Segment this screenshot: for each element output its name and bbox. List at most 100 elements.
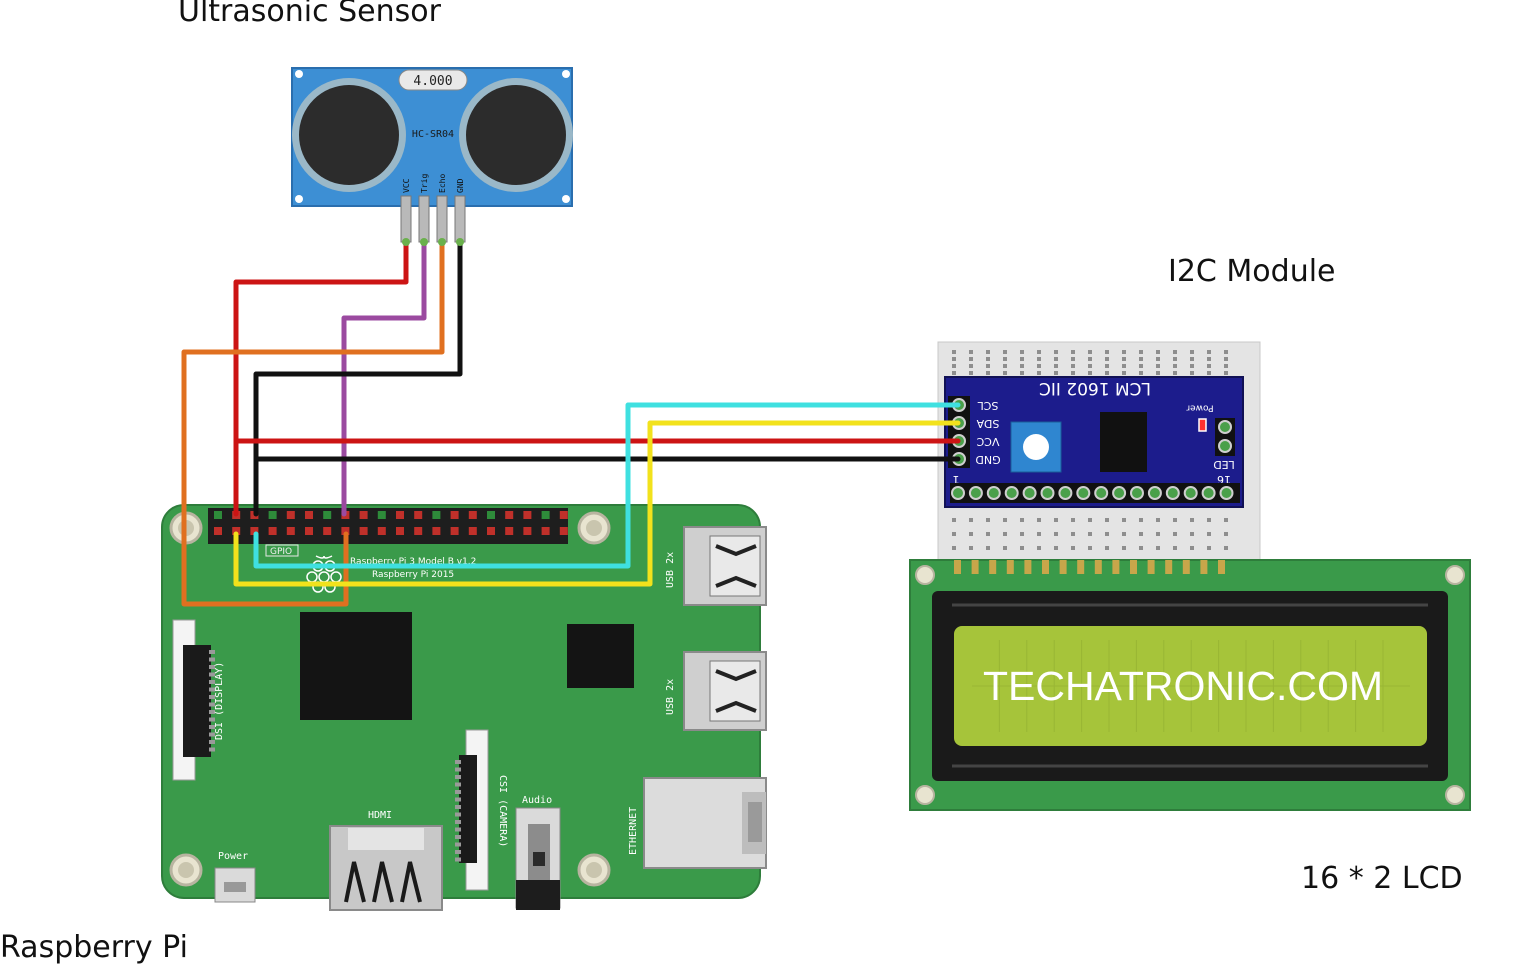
i2c-module: LCM 1602 IIC SCL SDA VCC GND Power LED 1…: [944, 376, 1244, 508]
dsi-contact: [209, 710, 215, 714]
csi-contact: [455, 775, 461, 779]
breadboard-hole: [1156, 364, 1160, 368]
breadboard-hole: [1020, 546, 1024, 550]
breadboard-hole: [1190, 546, 1194, 550]
i2c-bottom-pin: [1165, 486, 1180, 500]
breadboard-hole: [1173, 518, 1177, 522]
dsi-contact: [209, 672, 215, 677]
breadboard-hole: [952, 350, 956, 354]
breadboard-hole: [1088, 546, 1092, 550]
breadboard-hole: [1020, 532, 1024, 536]
hdmi-port: [329, 825, 443, 911]
breadboard-hole: [952, 518, 956, 522]
lcd-pin: [1094, 560, 1102, 574]
csi-contact: [455, 857, 461, 862]
breadboard-hole: [1122, 546, 1126, 550]
breadboard-hole: [1003, 350, 1007, 354]
csi-contact: [455, 842, 461, 847]
gpio-pin: [523, 511, 532, 519]
gpio-pin: [286, 527, 295, 535]
csi-connector: [455, 729, 489, 891]
breadboard-hole: [1173, 357, 1177, 361]
dsi-contact: [209, 695, 215, 699]
dsi-contact: [209, 650, 215, 654]
gpio-pin: [541, 527, 550, 535]
i2c-bottom-pin: [951, 486, 965, 500]
breadboard-hole: [1071, 371, 1075, 375]
breadboard-hole: [1071, 357, 1075, 361]
gpio-pin: [468, 527, 477, 535]
gpio-pin: [414, 511, 423, 519]
i2c-power-label: Power: [1186, 403, 1214, 413]
breadboard-hole: [986, 532, 990, 536]
gpio-pin: [432, 527, 441, 535]
dsi-contact: [209, 687, 215, 692]
csi-contact: [455, 835, 461, 839]
breadboard-hole: [1190, 364, 1194, 368]
breadboard-hole: [1020, 364, 1024, 368]
lcd-pin: [1130, 560, 1137, 574]
gpio-pin: [305, 511, 313, 519]
breadboard-hole: [1037, 364, 1041, 368]
breadboard-hole: [1003, 357, 1007, 361]
csi-label: CSI (CAMERA): [497, 775, 508, 847]
breadboard-hole: [1020, 371, 1024, 375]
i2c-bottom-pin: [1130, 486, 1144, 500]
i2c-pin-sda: SDA: [976, 417, 999, 430]
breadboard-hole: [1071, 546, 1075, 550]
breadboard-hole: [986, 364, 990, 368]
sensor-model: HC-SR04: [412, 129, 454, 140]
breadboard-hole: [1054, 350, 1058, 354]
gpio-pin: [359, 511, 368, 519]
breadboard-hole: [952, 364, 956, 368]
usb-port-top: [683, 526, 767, 606]
i2c-pin-vcc: VCC: [976, 435, 999, 448]
breadboard-hole: [1190, 350, 1194, 354]
breadboard-hole: [1224, 518, 1228, 522]
led-jumper: [1215, 418, 1235, 456]
dsi-connector: [172, 619, 215, 781]
breadboard-hole: [1088, 532, 1092, 536]
wire-ends: [402, 238, 464, 246]
usb-top-label: USB 2x: [665, 552, 676, 588]
dsi-contact: [209, 657, 215, 662]
gpio-header: [208, 508, 568, 544]
wire-sensor-vcc: [233, 239, 409, 517]
mounting-holes: [169, 511, 611, 887]
lcd-pin: [1112, 560, 1120, 574]
csi-contact: [455, 850, 461, 854]
breadboard-hole: [1020, 518, 1024, 522]
gpio-pin: [214, 527, 222, 535]
breadboard-hole: [1122, 357, 1126, 361]
power-label: Power: [218, 851, 248, 862]
dsi-contact: [209, 747, 215, 752]
breadboard-hole: [969, 371, 973, 375]
dsi-contact: [209, 680, 215, 684]
gpio-pin: [505, 527, 514, 535]
dsi-contact: [209, 717, 215, 722]
wires: [181, 239, 961, 607]
breadboard-hole: [1122, 532, 1126, 536]
lcd-pin: [1077, 560, 1085, 574]
breadboard-hole: [1088, 350, 1092, 354]
dsi-contact: [209, 665, 215, 669]
breadboard-hole: [1224, 364, 1228, 368]
i2c-title: LCM 1602 IIC: [1039, 378, 1151, 398]
dsi-label: DSI (DISPLAY): [214, 662, 225, 740]
i2c-left-header: [948, 396, 970, 468]
csi-contact: [455, 760, 461, 764]
i2c-bottom-pin: [1094, 486, 1109, 500]
breadboard-hole: [1190, 518, 1194, 522]
lcd-pin: [971, 560, 979, 574]
gpio-pin: [232, 527, 241, 535]
gpio-pin: [487, 511, 495, 519]
breadboard-hole: [1105, 364, 1109, 368]
breadboard-hole: [1173, 350, 1177, 354]
i2c-bottom-pin: [1004, 486, 1019, 500]
model-line2: Raspberry Pi 2015: [372, 570, 454, 580]
breadboard-hole: [1207, 350, 1211, 354]
breadboard-hole: [1054, 518, 1058, 522]
breadboard-hole: [1105, 532, 1109, 536]
raspberry-pi-title: Raspberry Pi: [0, 930, 188, 965]
